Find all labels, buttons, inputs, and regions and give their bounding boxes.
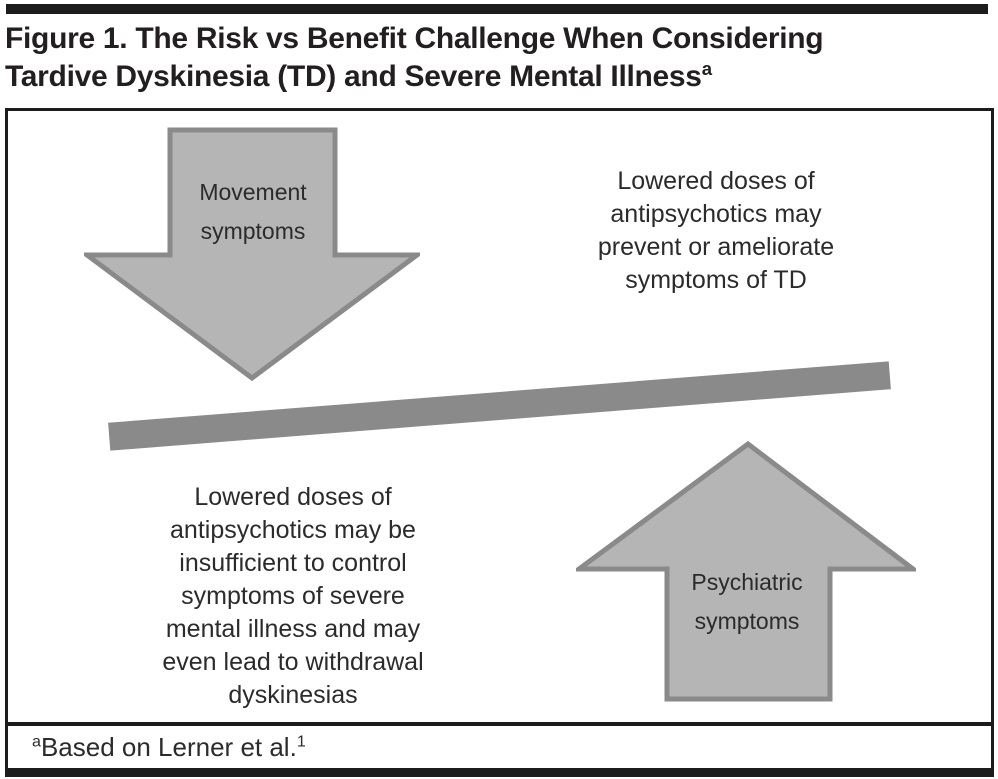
footnote-reference-superscript: 1 [296,731,306,750]
diagram-area: Movement symptoms Lowered doses of antip… [8,111,991,722]
top-rule [6,4,988,14]
up-arrow-icon [576,441,916,702]
figure-title-line2: Tardive Dyskinesia (TD) and Severe Menta… [5,58,985,96]
psychiatric-symptoms-label: Psychiatric symptoms [691,569,803,634]
figure-title-line2-text: Tardive Dyskinesia (TD) and Severe Menta… [5,60,702,93]
figure-title-superscript: a [701,58,712,79]
up-arrow-shape [576,441,916,702]
down-arrow-shape [84,127,420,382]
figure-title: Figure 1. The Risk vs Benefit Challenge … [5,20,985,96]
movement-symptoms-label: Movement symptoms [199,179,307,244]
footnote-superscript: a [32,731,41,750]
figure-box: Movement symptoms Lowered doses of antip… [5,108,994,777]
benefit-text: Lowered doses of antipsychotics may prev… [597,167,835,294]
footnote-text: Based on Lerner et al. [40,731,297,762]
risk-text: Lowered doses of antipsychotics may be i… [162,483,424,709]
down-arrow-icon [84,127,420,382]
footnote-text-wrap: aBased on Lerner et al.1 [32,732,306,763]
figure-title-line1: Figure 1. The Risk vs Benefit Challenge … [5,22,824,55]
footnote: aBased on Lerner et al.1 [8,722,991,768]
